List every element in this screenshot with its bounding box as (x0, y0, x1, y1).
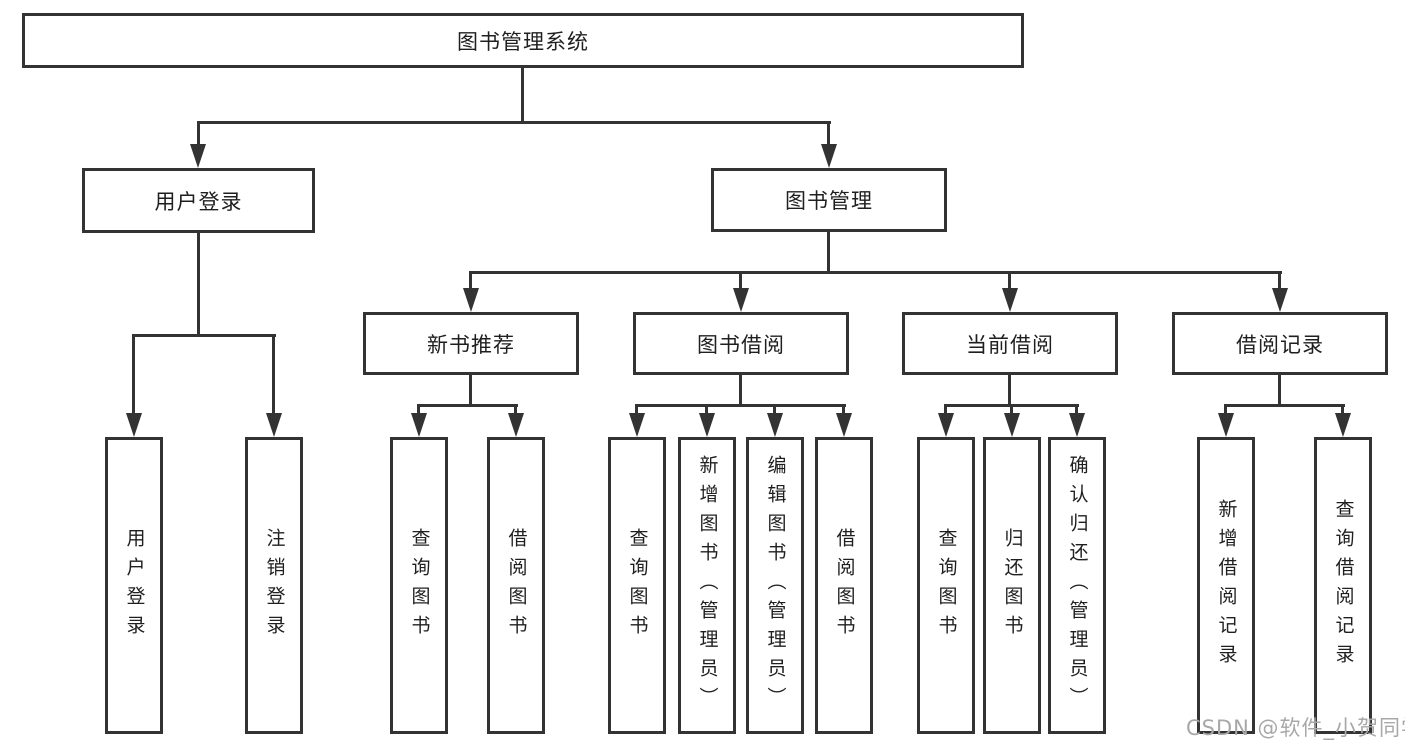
arrowhead-down-icon (266, 413, 282, 437)
leaf-label: 查询图书 (935, 527, 958, 644)
node-borrowing-records: 借阅记录 (1172, 312, 1388, 375)
leaf-user-login: 用户登录 (105, 437, 163, 734)
arrowhead-down-icon (411, 413, 427, 437)
leaf-label: 归还图书 (1001, 527, 1024, 644)
connector-line (705, 404, 708, 416)
node-book-borrowing: 图书借阅 (633, 312, 849, 375)
node-label: 图书借阅 (697, 332, 785, 357)
connector-line (197, 121, 831, 124)
connector-line (1341, 404, 1344, 416)
leaf-query-borrow-record: 查询借阅记录 (1314, 437, 1372, 734)
connector-line (739, 271, 742, 292)
connector-line (827, 121, 830, 147)
connector-line (514, 404, 517, 416)
connector-line (1224, 404, 1345, 407)
connector-line (1008, 271, 1011, 292)
connector-line (1075, 404, 1078, 416)
node-label: 图书管理 (785, 189, 873, 213)
connector-line (1224, 404, 1227, 416)
node-library-system: 图书管理系统 (22, 13, 1024, 68)
leaf-borrow-books-2: 借阅图书 (815, 437, 873, 734)
leaf-label: 新增借阅记录 (1215, 498, 1238, 673)
node-label: 用户登录 (154, 189, 243, 214)
connector-line (827, 232, 830, 274)
arrowhead-down-icon (821, 144, 837, 168)
connector-line (1278, 271, 1281, 292)
leaf-confirm-return-admin: 确认归还（管理员） (1048, 437, 1106, 734)
arrowhead-down-icon (1069, 413, 1085, 437)
connector-line (1008, 375, 1011, 406)
leaf-label: 新增图书（管理员） (696, 455, 719, 716)
connector-line (417, 404, 420, 416)
connector-line (272, 334, 275, 416)
arrowhead-down-icon (190, 144, 206, 168)
connector-line (197, 233, 200, 337)
leaf-query-books-1: 查询图书 (390, 437, 448, 734)
leaf-label: 编辑图书（管理员） (764, 455, 787, 716)
connector-line (635, 404, 846, 407)
arrowhead-down-icon (1218, 413, 1234, 437)
connector-line (469, 271, 472, 292)
leaf-query-books-3: 查询图书 (917, 437, 975, 734)
arrowhead-down-icon (938, 413, 954, 437)
connector-line (132, 334, 135, 416)
connector-line (773, 404, 776, 416)
leaf-label: 确认归还（管理员） (1066, 455, 1089, 716)
node-new-book-recommendation: 新书推荐 (363, 312, 579, 375)
leaf-label: 查询借阅记录 (1332, 498, 1355, 673)
leaf-add-borrow-record: 新增借阅记录 (1197, 437, 1255, 734)
connector-line (635, 404, 638, 416)
connector-line (469, 375, 472, 406)
leaf-label: 注销登录 (263, 527, 286, 644)
connector-line (197, 121, 200, 147)
leaf-label: 用户登录 (123, 527, 146, 644)
arrowhead-down-icon (126, 413, 142, 437)
node-user-login: 用户登录 (82, 168, 315, 233)
leaf-label: 借阅图书 (833, 527, 856, 644)
connector-line (944, 404, 947, 416)
leaf-query-books-2: 查询图书 (608, 437, 666, 734)
leaf-label: 查询图书 (408, 527, 431, 644)
node-label: 借阅记录 (1236, 332, 1324, 357)
node-label: 图书管理系统 (457, 29, 589, 54)
arrowhead-down-icon (1272, 288, 1288, 312)
watermark: CSDN @软件_小贺同学 (1186, 716, 1405, 740)
connector-line (1278, 375, 1281, 406)
connector-line (842, 404, 845, 416)
connector-line (739, 375, 742, 406)
node-book-management: 图书管理 (711, 168, 947, 232)
arrowhead-down-icon (767, 413, 783, 437)
leaf-borrow-books-1: 借阅图书 (487, 437, 545, 734)
leaf-add-book-admin: 新增图书（管理员） (678, 437, 736, 734)
connector-line (132, 334, 276, 337)
arrowhead-down-icon (463, 288, 479, 312)
arrowhead-down-icon (629, 413, 645, 437)
leaf-logout: 注销登录 (245, 437, 303, 734)
arrowhead-down-icon (1335, 413, 1351, 437)
node-current-borrowing: 当前借阅 (902, 312, 1118, 375)
connector-line (470, 271, 1282, 274)
leaf-label: 查询图书 (626, 527, 649, 644)
node-label: 新书推荐 (427, 332, 515, 357)
arrowhead-down-icon (1002, 288, 1018, 312)
node-label: 当前借阅 (966, 332, 1054, 357)
arrowhead-down-icon (508, 413, 524, 437)
leaf-return-books: 归还图书 (983, 437, 1041, 734)
leaf-edit-book-admin: 编辑图书（管理员） (746, 437, 804, 734)
leaf-label: 借阅图书 (505, 527, 528, 644)
connector-line (521, 68, 524, 124)
connector-line (417, 404, 518, 407)
connector-line (1010, 404, 1013, 416)
arrowhead-down-icon (1004, 413, 1020, 437)
arrowhead-down-icon (699, 413, 715, 437)
arrowhead-down-icon (733, 288, 749, 312)
arrowhead-down-icon (836, 413, 852, 437)
